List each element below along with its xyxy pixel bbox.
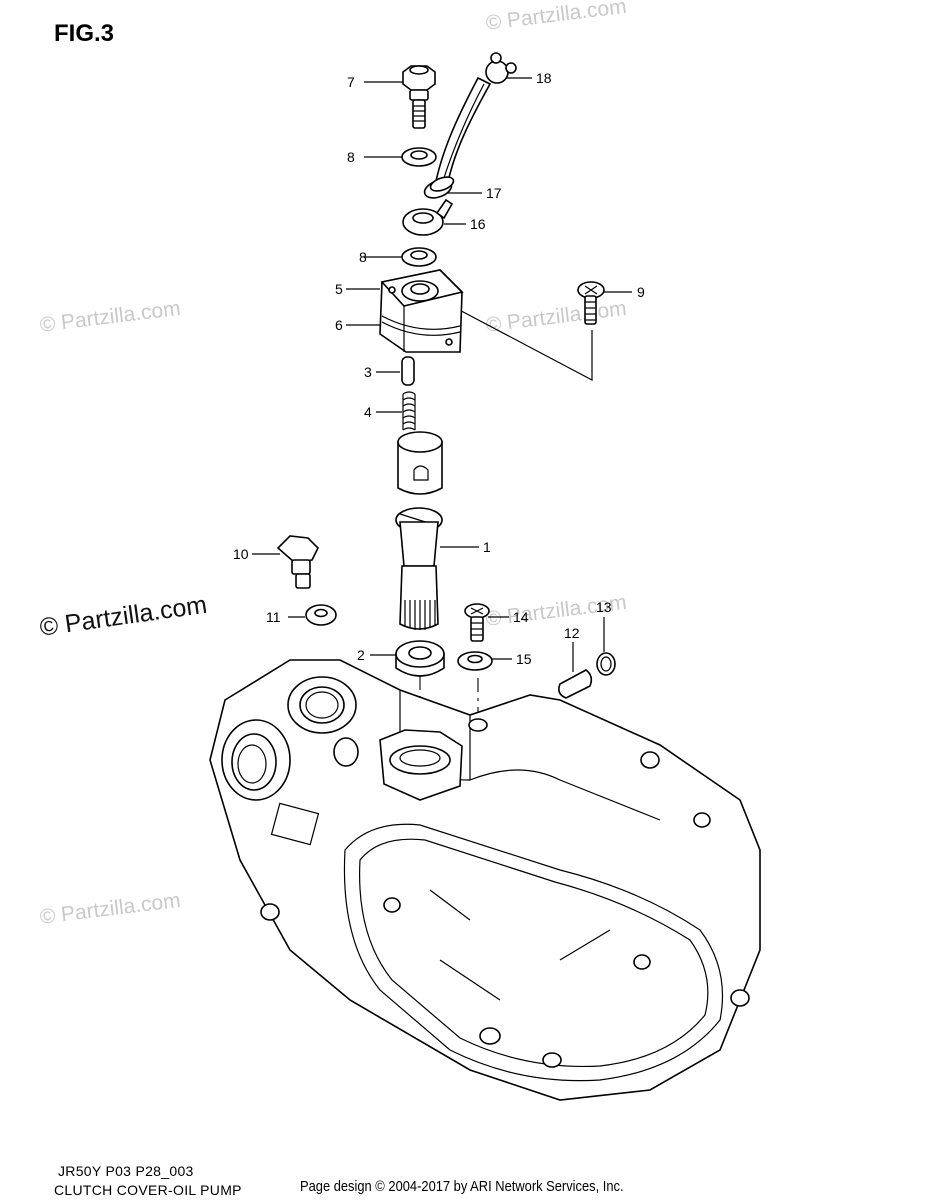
part-18-hose-clip — [485, 52, 517, 84]
callout-12: 12 — [564, 625, 580, 641]
callout-3: 3 — [364, 364, 372, 380]
callout-9: 9 — [637, 284, 645, 300]
callout-10: 10 — [233, 546, 249, 562]
callout-17: 17 — [486, 185, 502, 201]
part-10-plug-bolt — [276, 535, 319, 589]
callout-2: 2 — [357, 647, 365, 663]
part-8-washer-lower — [401, 247, 437, 267]
part-13-o-ring — [596, 652, 616, 676]
callout-5: 5 — [335, 281, 343, 297]
leader-lines — [252, 77, 632, 672]
callout-8: 8 — [359, 249, 367, 265]
callout-1: 1 — [483, 539, 491, 555]
part-14-screw — [464, 603, 490, 642]
callout-14: 14 — [513, 609, 529, 625]
part-4-spring — [402, 391, 416, 431]
callout-labels: 7 18 8 17 16 8 5 9 6 3 4 1 10 14 13 11 1… — [233, 70, 645, 667]
callout-18: 18 — [536, 70, 552, 86]
part-11-washer — [305, 604, 337, 626]
diagram-code: JR50Y P03 P28_003 — [58, 1163, 194, 1179]
diagram-caption: CLUTCH COVER-OIL PUMP — [54, 1182, 242, 1198]
part-7-banjo-bolt — [402, 65, 436, 129]
part-17-oil-hose — [423, 76, 492, 199]
callout-11: 11 — [266, 609, 281, 625]
part-8-washer-upper — [401, 147, 437, 167]
callout-15: 15 — [516, 651, 532, 667]
clutch-cover-housing — [209, 659, 761, 1101]
callout-8: 8 — [347, 149, 355, 165]
part-5-6-pump-body — [379, 269, 464, 353]
callout-4: 4 — [364, 404, 372, 420]
part-16-banjo-fitting — [402, 198, 454, 236]
callout-16: 16 — [470, 216, 486, 232]
figure-title: FIG.3 — [54, 20, 115, 47]
callout-7: 7 — [347, 74, 355, 90]
part-3-pin — [401, 356, 415, 386]
part-plunger-sleeve — [397, 431, 443, 495]
callout-6: 6 — [335, 317, 343, 333]
callout-13: 13 — [596, 599, 612, 615]
part-15-washer — [457, 651, 493, 671]
part-1-pump-gear-shaft — [395, 507, 443, 630]
part-2-oil-seal — [395, 640, 445, 677]
part-9-screw — [577, 281, 605, 325]
part-12-dowel-pin — [558, 669, 593, 699]
copyright-notice: Page design © 2004-2017 by ARI Network S… — [300, 1178, 624, 1195]
